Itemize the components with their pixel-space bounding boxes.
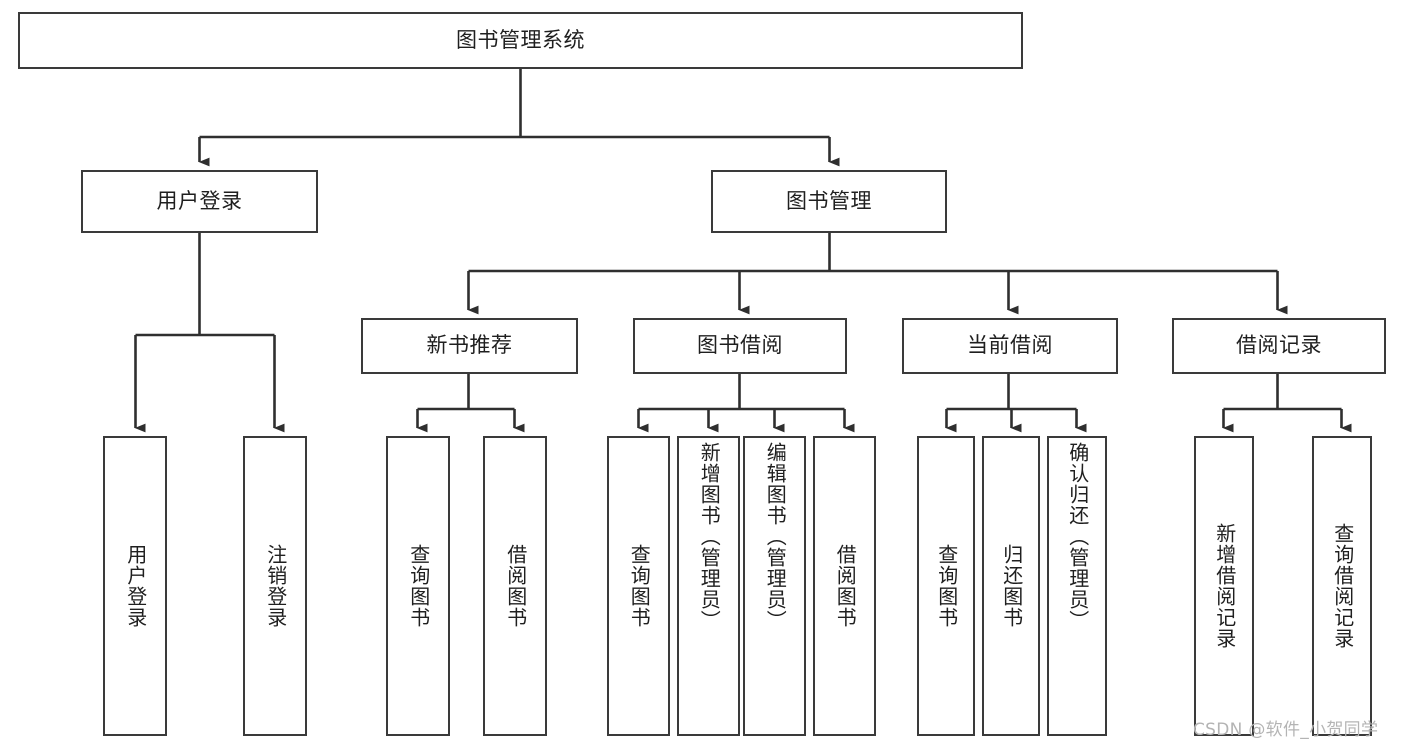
node-book-borrow-label: 图书借阅	[697, 333, 783, 358]
node-book-management[interactable]: 图书管理	[711, 170, 947, 233]
node-leaf-confirm-return-admin-label: 确认归还（管理员）	[1065, 442, 1090, 631]
node-book-management-label: 图书管理	[786, 188, 872, 213]
node-root-label: 图书管理系统	[456, 27, 585, 52]
node-leaf-user-login-label: 用户登录	[123, 544, 148, 628]
node-leaf-add-book-admin[interactable]: 新增图书（管理员）	[677, 436, 740, 736]
node-leaf-borrow-book-2[interactable]: 借阅图书	[813, 436, 876, 736]
node-leaf-query-book-2-label: 查询图书	[627, 544, 652, 628]
node-leaf-query-book-1-label: 查询图书	[406, 544, 431, 628]
node-leaf-user-login[interactable]: 用户登录	[103, 436, 167, 736]
node-leaf-return-book[interactable]: 归还图书	[982, 436, 1040, 736]
node-leaf-confirm-return-admin[interactable]: 确认归还（管理员）	[1047, 436, 1107, 736]
node-new-book-recommend-label: 新书推荐	[426, 333, 513, 358]
node-leaf-query-borrow-record[interactable]: 查询借阅记录	[1312, 436, 1372, 736]
node-leaf-query-book-1[interactable]: 查询图书	[386, 436, 450, 736]
node-current-borrow[interactable]: 当前借阅	[902, 318, 1118, 374]
node-leaf-query-borrow-record-label: 查询借阅记录	[1330, 523, 1355, 649]
node-borrow-record-label: 借阅记录	[1236, 333, 1322, 358]
node-leaf-edit-book-admin-label: 编辑图书（管理员）	[763, 442, 788, 631]
node-leaf-query-book-3-label: 查询图书	[934, 544, 959, 628]
node-leaf-borrow-book-1[interactable]: 借阅图书	[483, 436, 547, 736]
node-borrow-record[interactable]: 借阅记录	[1172, 318, 1386, 374]
node-leaf-add-borrow-record-label: 新增借阅记录	[1212, 523, 1237, 649]
node-user-login[interactable]: 用户登录	[81, 170, 318, 233]
node-leaf-edit-book-admin[interactable]: 编辑图书（管理员）	[743, 436, 806, 736]
csdn-watermark: CSDN @软件_小贺同学	[1193, 720, 1379, 740]
node-user-login-label: 用户登录	[156, 188, 243, 213]
node-leaf-query-book-3[interactable]: 查询图书	[917, 436, 975, 736]
node-leaf-user-logout[interactable]: 注销登录	[243, 436, 307, 736]
node-leaf-query-book-2[interactable]: 查询图书	[607, 436, 670, 736]
node-leaf-borrow-book-1-label: 借阅图书	[503, 544, 528, 628]
node-leaf-add-borrow-record[interactable]: 新增借阅记录	[1194, 436, 1254, 736]
node-book-borrow[interactable]: 图书借阅	[633, 318, 847, 374]
node-leaf-borrow-book-2-label: 借阅图书	[833, 544, 858, 628]
connectors-group	[134, 69, 1352, 433]
node-leaf-add-book-admin-label: 新增图书（管理员）	[697, 442, 722, 631]
node-new-book-recommend[interactable]: 新书推荐	[361, 318, 578, 374]
node-current-borrow-label: 当前借阅	[967, 333, 1053, 358]
node-leaf-return-book-label: 归还图书	[999, 544, 1024, 628]
node-root-system[interactable]: 图书管理系统	[18, 12, 1023, 69]
node-leaf-user-logout-label: 注销登录	[263, 544, 288, 628]
